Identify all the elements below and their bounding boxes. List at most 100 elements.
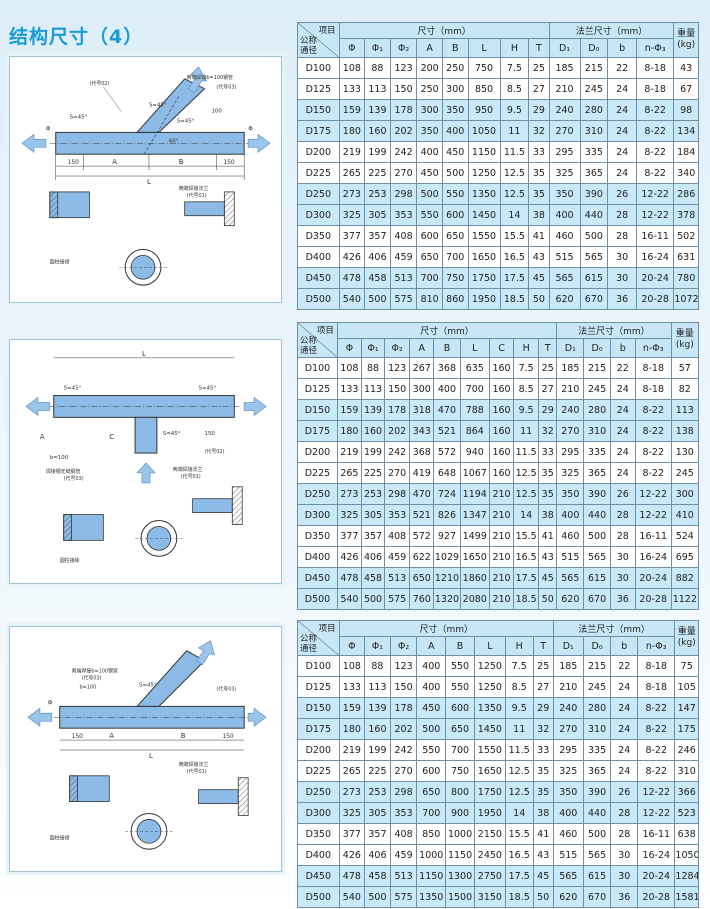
label-s45-a: S=45° [64,386,82,392]
table-cell: 700 [441,246,469,268]
table-cell: 14 [513,504,540,526]
table-cell: 515 [552,844,584,866]
table-cell: 24 [607,120,637,142]
label-s45-b: S=45° [199,386,217,392]
corner-diameter-label: 通径 [300,346,318,356]
table-cell: 38 [538,504,558,526]
table-cell: 540 [336,588,362,610]
table-cell: 426 [336,546,362,568]
table-cell: 357 [364,823,391,845]
table-cell: 540 [338,886,366,908]
table-cell: 300 [409,378,435,400]
table-cell: 8-22 [634,441,672,463]
table-cell: 250 [416,78,443,100]
table-cell: 22 [610,655,639,677]
column-header: Φ₁ [364,636,391,656]
table-cell: 150 [389,676,418,698]
table-cell: 270 [548,120,581,142]
row-nominal-diameter: D125 [297,78,340,100]
table-cell: 16-11 [634,525,672,547]
table-cell: 550 [445,676,475,698]
table-cell: 36 [610,886,639,908]
table-cell: 139 [364,697,391,719]
table-cell: 8-22 [637,739,676,761]
label-collar: 圆柱接缘 [50,258,70,265]
table-cell: 350 [441,99,469,121]
table-cell: 650 [445,718,475,740]
table-cell: 138 [670,420,700,442]
row-nominal-diameter: D350 [297,823,340,845]
table-cell: 1210 [433,567,461,589]
table-cell: 150 [389,78,418,100]
row-nominal-diameter: D200 [297,739,340,761]
row-nominal-diameter: D350 [297,525,338,547]
row-nominal-diameter: D175 [297,420,338,442]
row-nominal-diameter: D250 [297,781,340,803]
table-cell: 270 [389,162,418,184]
table-cell: 45 [538,567,558,589]
table-cell: 1000 [416,844,447,866]
label-60deg: 60° [169,138,179,144]
table-cell: 1194 [459,483,490,505]
table-cell: 550 [416,204,443,226]
table-cell: 43 [532,844,554,866]
table-cell: 1750 [467,267,501,289]
table-cell: 377 [336,525,362,547]
table-cell: 245 [582,676,612,698]
table-cell: 1029 [433,546,461,568]
table-cell: 36 [607,288,637,310]
table-cell: 400 [552,802,584,824]
row-nominal-diameter: D250 [297,483,338,505]
table-cell: 210 [488,588,515,610]
table-cell: 245 [583,378,611,400]
table-cell: 8-22 [635,99,675,121]
table-cell: 1350 [467,183,501,205]
table-cell: 20-24 [635,267,675,289]
table-cell: 147 [674,697,699,719]
row-nominal-diameter: D450 [297,865,340,887]
table-cell: 515 [548,246,581,268]
table-cell: 500 [579,225,609,247]
table-cell: 12.5 [513,483,540,505]
table-cell: 253 [360,483,386,505]
table-cell: 280 [582,697,612,719]
table-cell: 408 [389,823,418,845]
table-cell: 700 [416,802,447,824]
table-cell: 133 [338,78,366,100]
table-cell: 565 [556,567,585,589]
table-cell: 400 [433,378,461,400]
table-cell: 20-24 [634,567,672,589]
table-cell: 780 [673,267,699,289]
dim-l: L [142,350,146,358]
table-cell: 390 [583,483,611,505]
table-cell: 16-11 [635,225,675,247]
column-header: B [445,636,475,656]
dim-150-left: 150 [72,733,84,740]
table-cell: 365 [582,760,612,782]
table-cell: 459 [389,246,418,268]
table-cell: 523 [674,802,699,824]
table-cell: 202 [389,120,418,142]
table-cell: 8-22 [634,399,672,421]
table-cell: 12-22 [637,802,676,824]
equal-tee-diagram: L A C S=45° S=45° S=45° b=100 150 (代号02)… [25,350,267,564]
table-cell: 600 [441,204,469,226]
table-cell: 123 [389,57,418,79]
column-header: A [409,338,435,358]
table-cell: 426 [338,844,366,866]
table-cell: 500 [416,183,443,205]
row-nominal-diameter: D225 [297,162,340,184]
table-cell: 45 [532,865,554,887]
table-cell: 178 [384,399,411,421]
table-cell: 43 [528,246,550,268]
table-cell: 16.5 [499,246,530,268]
row-nominal-diameter: D150 [297,697,340,719]
table-cell: 219 [336,441,362,463]
column-header: D₀ [583,338,611,358]
table-cell: 33 [528,141,550,163]
table-cell: 650 [416,246,443,268]
dim-a: A [40,433,45,441]
table-cell: 353 [389,204,418,226]
